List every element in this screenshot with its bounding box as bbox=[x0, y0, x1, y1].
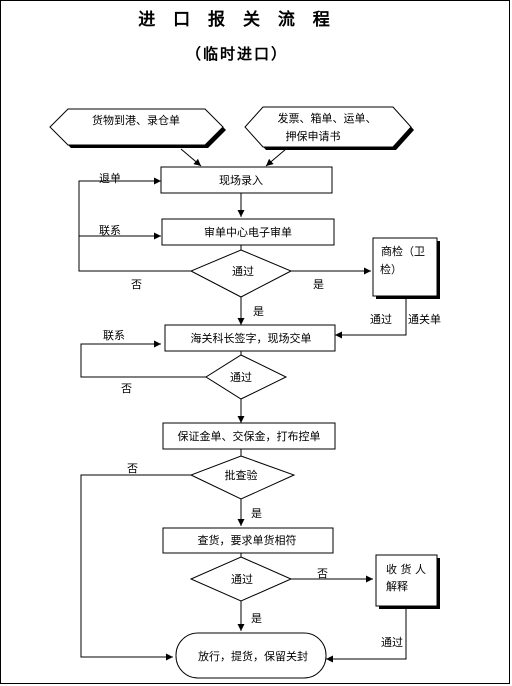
loop-return-doc bbox=[78, 177, 191, 272]
node-inspection: 商检（卫 检） bbox=[372, 237, 440, 299]
node-documents: 发票、箱单、运单、 押保申请书 bbox=[244, 106, 414, 150]
check-goods-label: 查货，要求单货相符 bbox=[198, 533, 297, 547]
edge-label-yes-pass: 是 bbox=[253, 305, 264, 318]
edge-label-no-2: 否 bbox=[121, 382, 132, 395]
chief-sign-label: 海关科长签字，现场交单 bbox=[191, 331, 312, 345]
edge-label-yes-3: 是 bbox=[251, 612, 262, 625]
edge-labels: 退单 联系 否 是 是 通过 通关单 联系 否 否 是 否 是 通过 bbox=[99, 172, 441, 649]
arrow-consignee-to-release bbox=[326, 606, 407, 663]
connectors bbox=[78, 148, 407, 663]
edge-label-return-doc: 退单 bbox=[99, 172, 121, 185]
arrow-inspection-to-chief bbox=[335, 296, 407, 339]
decision-pass-3: 通过 bbox=[189, 556, 293, 602]
edge-label-clearance: 通关单 bbox=[408, 312, 441, 326]
edge-label-no-4: 否 bbox=[317, 567, 328, 580]
edge-label-no-3: 否 bbox=[127, 462, 138, 475]
documents-label-line2: 押保申请书 bbox=[286, 129, 341, 143]
arrow-cargo-to-entry bbox=[180, 148, 202, 167]
release-label: 放行，提货，保留关封 bbox=[198, 649, 308, 663]
loop-contact-2 bbox=[80, 340, 206, 378]
edge-label-no-1: 否 bbox=[131, 278, 142, 291]
inspection-label-line2: 检） bbox=[380, 262, 402, 276]
node-ec-review: 审单中心电子审单 bbox=[161, 218, 335, 246]
decision-pass-1: 通过 bbox=[189, 249, 293, 298]
decision-approve-check: 批查验 bbox=[189, 455, 296, 500]
node-check-goods: 查货，要求单货相符 bbox=[162, 527, 334, 554]
decision-pass-2-label: 通过 bbox=[230, 371, 252, 384]
node-consignee: 收 货 人 解释 bbox=[375, 554, 440, 609]
approve-check-label: 批查验 bbox=[225, 468, 258, 482]
arrow-no-inspection-to-release bbox=[80, 474, 191, 661]
documents-label-line1: 发票、箱单、运单、 bbox=[278, 111, 377, 125]
edge-label-pass-a: 通过 bbox=[370, 313, 392, 326]
node-chief-sign: 海关科长签字，现场交单 bbox=[164, 324, 336, 352]
ec-review-label: 审单中心电子审单 bbox=[204, 225, 292, 239]
node-onsite-entry: 现场录入 bbox=[160, 166, 333, 194]
guarantee-label: 保证金单、交保金，打布控单 bbox=[178, 429, 321, 443]
onsite-entry-label: 现场录入 bbox=[219, 173, 263, 187]
edge-label-yes-1: 是 bbox=[313, 278, 324, 291]
edge-label-contact-1: 联系 bbox=[99, 224, 121, 237]
consignee-label-line2: 解释 bbox=[386, 579, 408, 593]
consignee-label-line1: 收 货 人 bbox=[386, 562, 426, 576]
page-subtitle: （临时进口） bbox=[186, 45, 288, 63]
node-guarantee: 保证金单、交保金，打布控单 bbox=[162, 422, 336, 450]
node-cargo-arrival: 货物到港、录仓单 bbox=[49, 108, 226, 148]
arrow-docs-to-entry bbox=[265, 148, 287, 167]
edge-label-yes-2: 是 bbox=[251, 507, 262, 520]
page-title: 进 口 报 关 流 程 bbox=[138, 9, 336, 30]
edge-label-pass-b: 通过 bbox=[381, 636, 403, 649]
decision-pass-2: 通过 bbox=[205, 354, 288, 400]
edge-label-contact-2: 联系 bbox=[103, 329, 125, 342]
node-release: 放行，提货，保留关封 bbox=[175, 632, 327, 679]
inspection-label-line1: 商检（卫 bbox=[381, 244, 425, 258]
decision-pass-1-label: 通过 bbox=[232, 265, 254, 278]
decision-pass-3-label: 通过 bbox=[231, 573, 253, 586]
cargo-arrival-label: 货物到港、录仓单 bbox=[92, 113, 180, 127]
